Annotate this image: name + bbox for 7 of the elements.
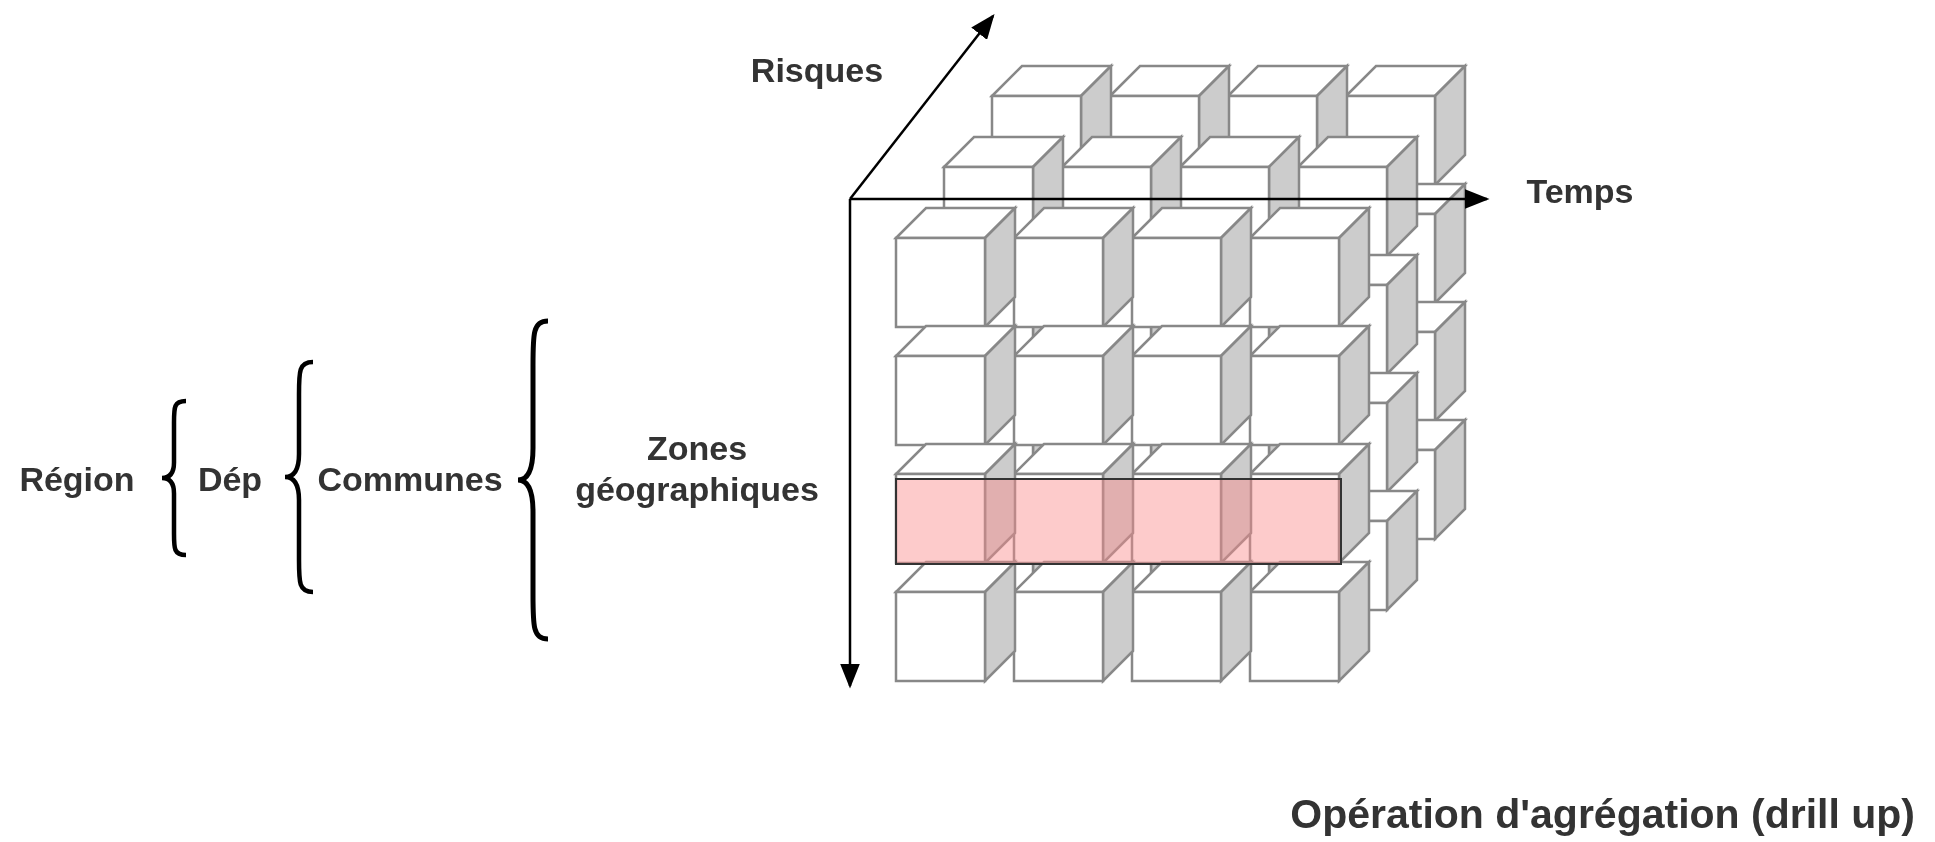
axis-label: Risques xyxy=(750,49,884,91)
axis-label: Dép xyxy=(197,458,263,500)
axis-label: Communes xyxy=(317,458,503,500)
caption: Opération d'agrégation (drill up) xyxy=(1290,791,1915,838)
axis-label: Région xyxy=(19,458,135,500)
axis-label: Temps xyxy=(1526,170,1634,212)
axis-label: Zones géographiques xyxy=(574,428,820,510)
